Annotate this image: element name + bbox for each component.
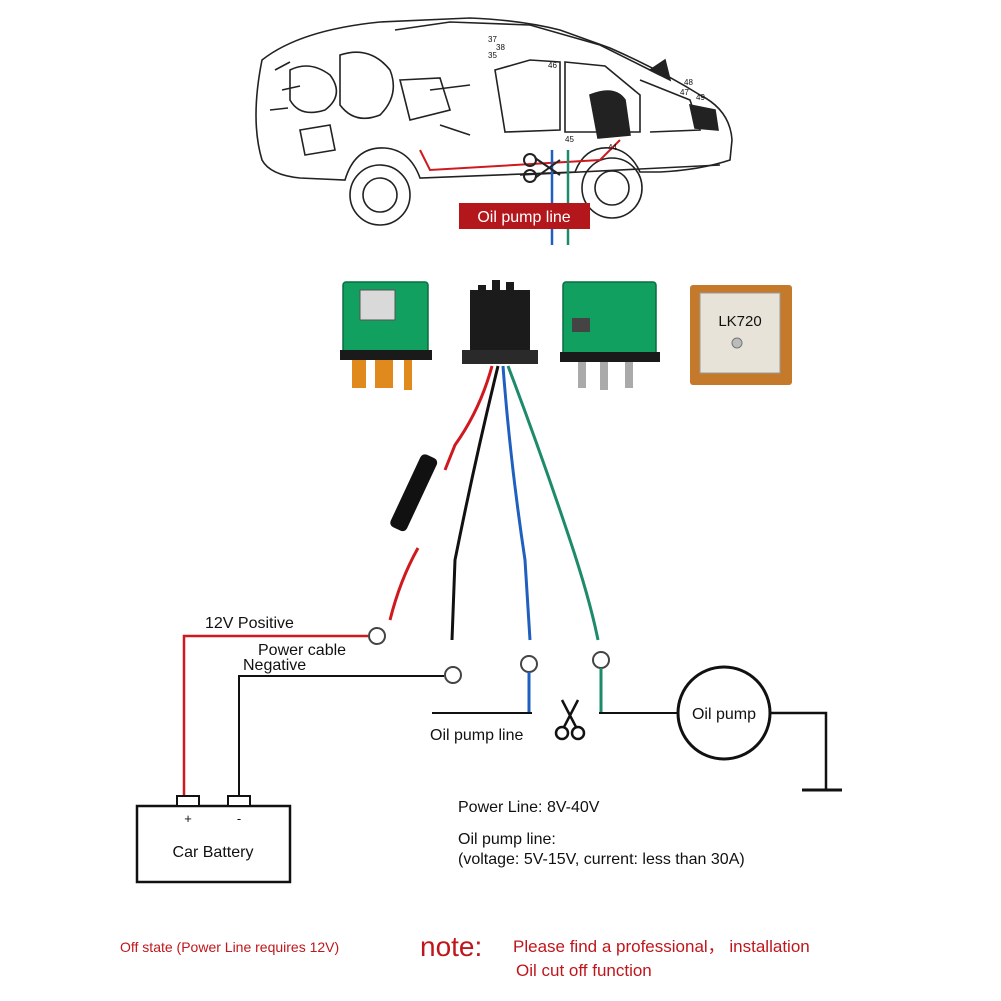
gps-antenna-label: LK720 <box>718 313 761 330</box>
negative-line <box>238 675 444 796</box>
power-line-spec: Power Line: 8V-40V <box>458 799 600 816</box>
ring-terminal-blue <box>520 655 538 673</box>
part-number: 49 <box>696 93 705 102</box>
oil-line-spec-title: Oil pump line: <box>458 831 556 848</box>
part-number: 38 <box>496 43 505 52</box>
gps-antenna <box>690 285 792 385</box>
ground-line <box>770 711 828 790</box>
negative-label: Negative <box>243 657 306 674</box>
note-line-2: Oil cut off function <box>516 961 652 980</box>
part-number: 46 <box>548 61 557 70</box>
oil-pump-line-tag-text: Oil pump line <box>477 209 570 226</box>
ring-terminal-green <box>592 651 610 669</box>
positive-line <box>182 634 368 796</box>
relay-module-front <box>340 281 432 390</box>
relay-with-harness <box>462 280 538 364</box>
scissors-cut-icon <box>554 699 586 741</box>
red-wire <box>443 365 494 471</box>
battery-minus-sign: - <box>237 811 241 826</box>
oil-pump-label: Oil pump <box>692 706 756 723</box>
part-number: 47 <box>680 88 689 97</box>
ring-terminal-red <box>368 627 386 645</box>
off-state-text: Off state (Power Line requires 12V) <box>120 939 339 955</box>
part-number: 35 <box>488 51 497 60</box>
battery-plus-sign: + <box>184 811 192 826</box>
battery-label: Car Battery <box>173 844 254 861</box>
front-wheel <box>349 164 411 226</box>
car-illustration <box>255 17 733 226</box>
oil-pump-line-label: Oil pump line <box>430 727 523 744</box>
positive-12v-label: 12V Positive <box>205 615 294 632</box>
scissors-icon <box>523 153 561 183</box>
car-battery <box>135 804 292 884</box>
rear-wheel <box>581 157 643 219</box>
relay-module-back <box>560 281 660 390</box>
battery-positive-terminal <box>176 795 200 807</box>
fuse-holder <box>390 454 438 532</box>
blue-wire <box>501 365 532 641</box>
part-number: 48 <box>684 78 693 87</box>
note-line-1: Please find a professional， installation <box>513 937 810 956</box>
note-title: note: <box>420 931 482 962</box>
black-wire <box>450 365 500 641</box>
part-number: 37 <box>488 35 497 44</box>
ring-terminal-black <box>444 666 462 684</box>
part-number: 45 <box>565 135 574 144</box>
part-number: 44 <box>608 143 617 152</box>
green-wire <box>506 365 600 641</box>
battery-negative-terminal <box>227 795 251 807</box>
power-cable-label: Power cable <box>258 642 346 659</box>
oil-line-spec-detail: (voltage: 5V-15V, current: less than 30A… <box>458 851 745 868</box>
oil-pump-line-tag <box>459 203 590 229</box>
